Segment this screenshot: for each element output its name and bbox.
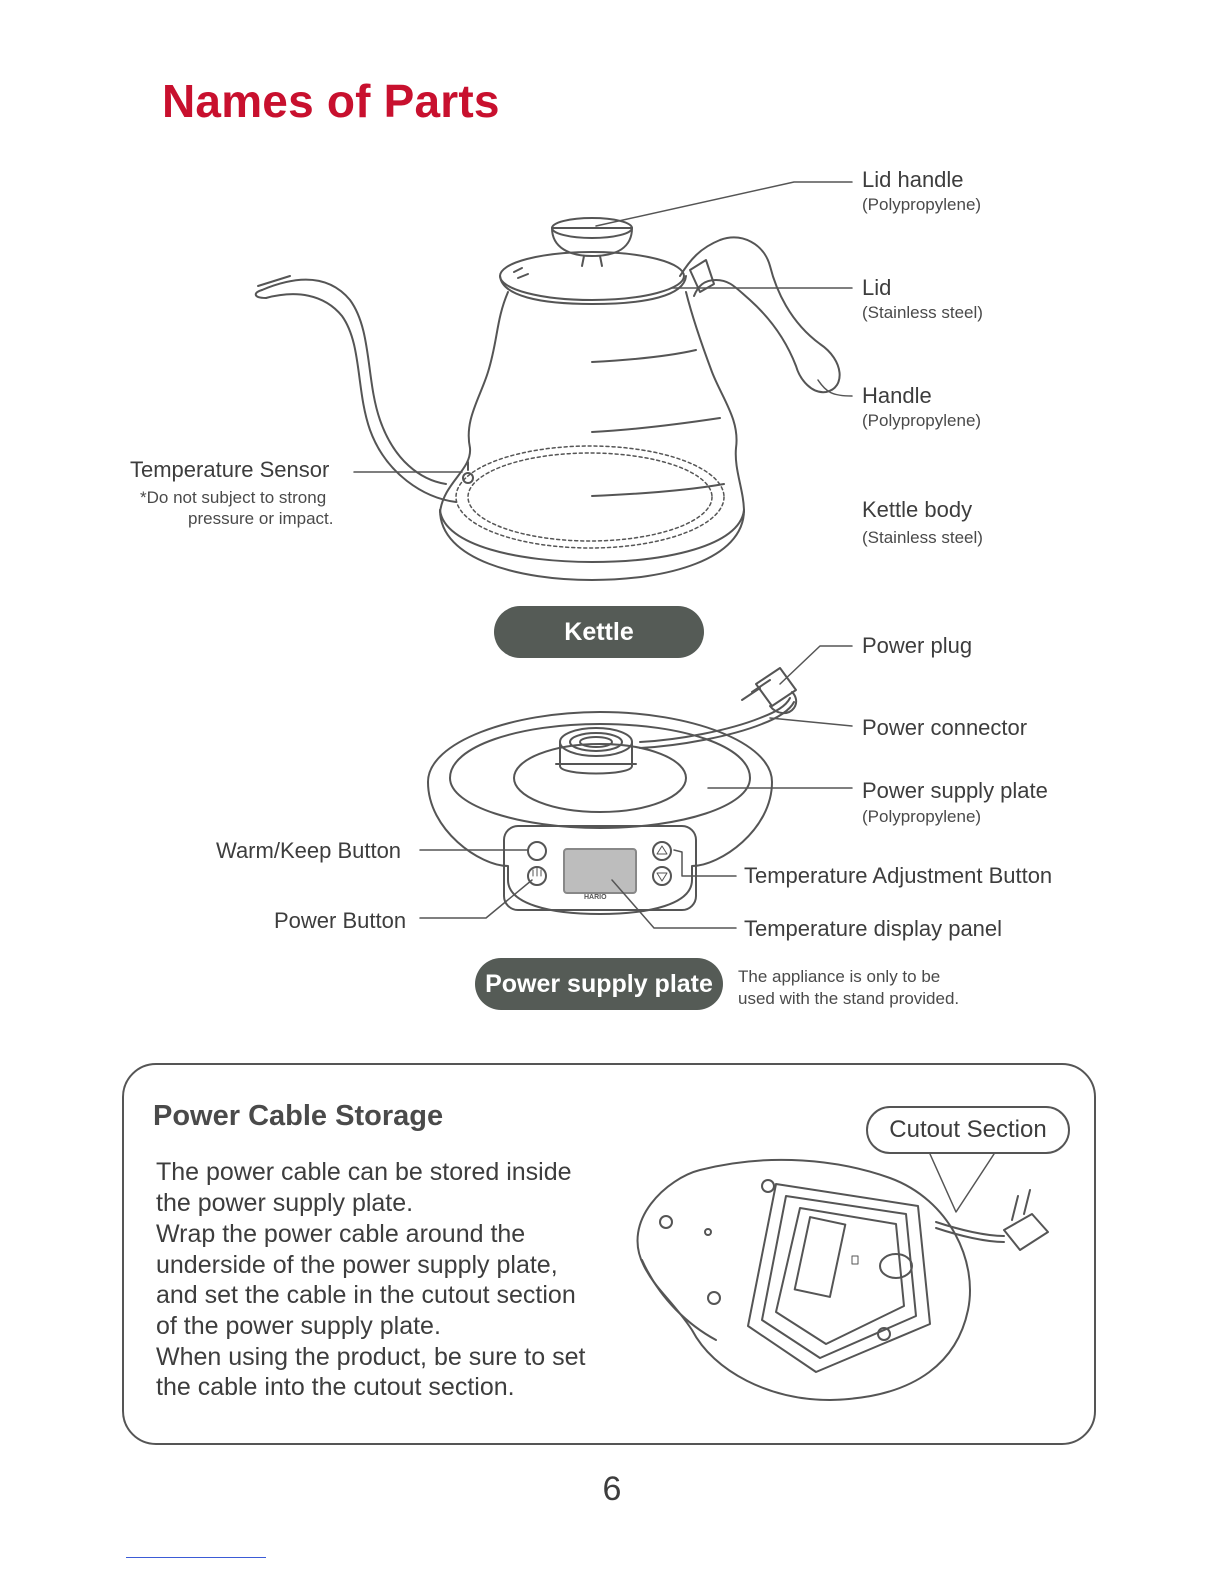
lid-handle-material: (Polypropylene) xyxy=(862,195,981,215)
brand-mark: HARIO xyxy=(584,894,607,901)
handle-material: (Polypropylene) xyxy=(862,411,981,431)
cable-storage-line: When using the product, be sure to set xyxy=(156,1343,585,1372)
handle-label: Handle xyxy=(862,383,932,409)
power-button-label: Power Button xyxy=(274,908,406,934)
power-plug-label: Power plug xyxy=(862,633,972,659)
page-number: 6 xyxy=(0,1470,1224,1509)
lid-handle-label: Lid handle xyxy=(862,167,964,193)
stand-notice-line1: The appliance is only to be xyxy=(738,967,940,987)
kettle-leader-lines xyxy=(354,182,852,472)
cable-storage-line: the power supply plate. xyxy=(156,1189,413,1218)
temperature-sensor-label: Temperature Sensor xyxy=(130,457,329,483)
cable-storage-line: the cable into the cutout section. xyxy=(156,1373,515,1402)
lid-label: Lid xyxy=(862,275,891,301)
temperature-adjustment-button-label: Temperature Adjustment Button xyxy=(744,863,1052,889)
temperature-sensor-note-line1: *Do not subject to strong xyxy=(140,488,326,508)
kettle-badge: Kettle xyxy=(494,606,704,658)
cable-storage-title: Power Cable Storage xyxy=(153,1100,443,1133)
kettle-body-label: Kettle body xyxy=(862,497,972,523)
cable-storage-line: of the power supply plate. xyxy=(156,1312,441,1341)
power-supply-plate-label: Power supply plate xyxy=(862,778,1048,804)
stand-notice-line2: used with the stand provided. xyxy=(738,989,959,1009)
power-connector-label: Power connector xyxy=(862,715,1027,741)
cable-storage-line: The power cable can be stored inside xyxy=(156,1158,572,1187)
lid-material: (Stainless steel) xyxy=(862,303,983,323)
page-title: Names of Parts xyxy=(162,74,500,128)
power-supply-plate-badge: Power supply plate xyxy=(475,958,723,1010)
power-supply-plate-material: (Polypropylene) xyxy=(862,807,981,827)
temperature-display-panel-label: Temperature display panel xyxy=(744,916,1002,942)
temperature-sensor-note-line2: pressure or impact. xyxy=(188,509,334,529)
kettle-illustration xyxy=(256,218,840,580)
kettle-body-material: (Stainless steel) xyxy=(862,528,983,548)
cable-storage-line: Wrap the power cable around the xyxy=(156,1220,525,1249)
footer-rule xyxy=(126,1557,266,1558)
cutout-section-callout: Cutout Section xyxy=(866,1106,1070,1154)
warm-keep-button-label: Warm/Keep Button xyxy=(216,838,401,864)
cable-storage-line: underside of the power supply plate, xyxy=(156,1251,558,1280)
power-plate-illustration xyxy=(428,668,796,914)
cable-storage-line: and set the cable in the cutout section xyxy=(156,1281,576,1310)
